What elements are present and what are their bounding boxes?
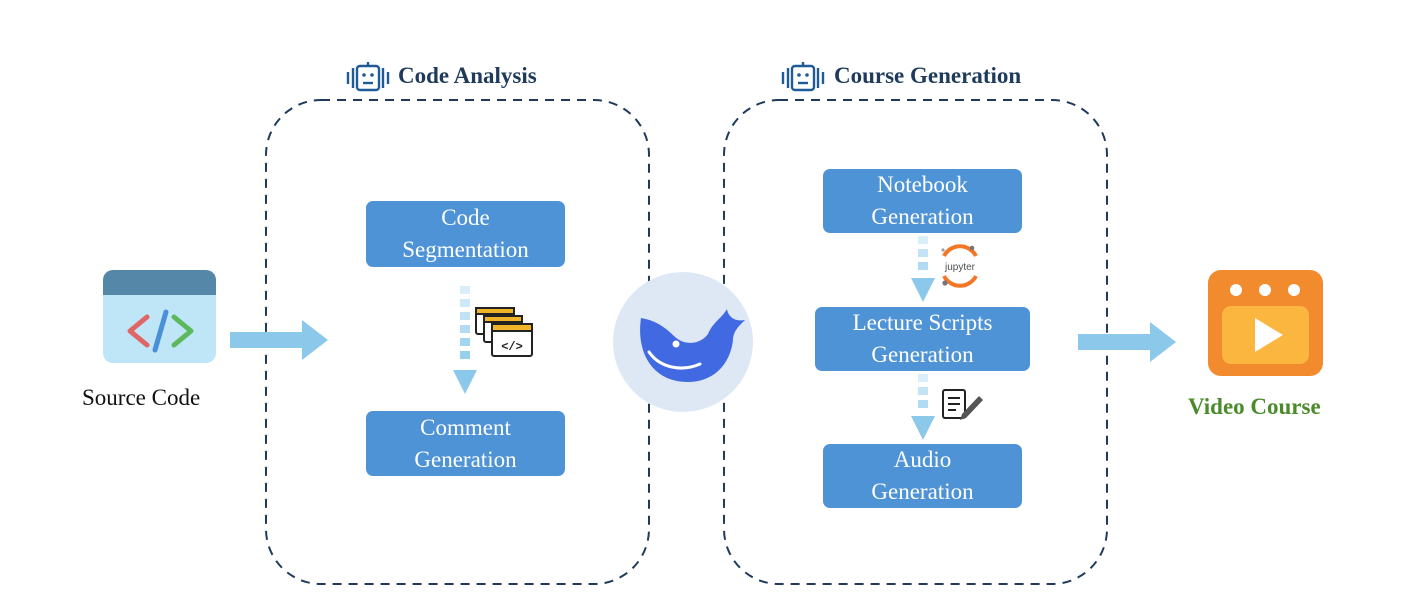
- robot-icon: [781, 62, 825, 92]
- video-player-icon: [1208, 270, 1323, 376]
- code-analysis-title: Code Analysis: [398, 63, 537, 88]
- comment-generation-box: Comment Generation: [366, 411, 565, 476]
- arrow-generation-down-2: [911, 374, 935, 440]
- audio-generation-line2: Generation: [871, 479, 974, 504]
- course-generation-title: Course Generation: [834, 63, 1022, 88]
- jupyter-icon: jupyter: [941, 244, 978, 288]
- lecture-scripts-line2: Generation: [871, 342, 974, 367]
- code-files-icon: </>: [475, 307, 533, 357]
- robot-icon: [346, 62, 390, 92]
- arrow-generation-down-1: [911, 236, 935, 302]
- whale-logo-icon: [613, 272, 753, 412]
- video-course-label: Video Course: [1188, 394, 1321, 419]
- comment-generation-line2: Generation: [414, 446, 517, 472]
- code-window-icon: [103, 270, 216, 363]
- notebook-generation-box: Notebook Generation: [823, 169, 1022, 233]
- arrow-to-analysis: [230, 320, 328, 360]
- edit-script-icon: [942, 389, 983, 420]
- audio-generation-box: Audio Generation: [823, 444, 1022, 508]
- audio-generation-line1: Audio: [893, 447, 952, 472]
- notebook-generation-line2: Generation: [871, 204, 974, 229]
- code-icon-text: </>: [501, 340, 523, 354]
- notebook-generation-line1: Notebook: [877, 172, 968, 197]
- lecture-scripts-line1: Lecture Scripts: [852, 310, 993, 335]
- code-segmentation-line2: Segmentation: [402, 237, 529, 262]
- code-segmentation-box: Code Segmentation: [366, 201, 565, 267]
- arrow-analysis-down: [453, 286, 477, 394]
- jupyter-text: jupyter: [944, 262, 976, 273]
- code-segmentation-line1: Code: [441, 205, 490, 230]
- arrow-to-video: [1078, 322, 1176, 362]
- comment-generation-line1: Comment: [420, 414, 511, 440]
- lecture-scripts-box: Lecture Scripts Generation: [815, 307, 1030, 371]
- source-code-label: Source Code: [82, 385, 201, 410]
